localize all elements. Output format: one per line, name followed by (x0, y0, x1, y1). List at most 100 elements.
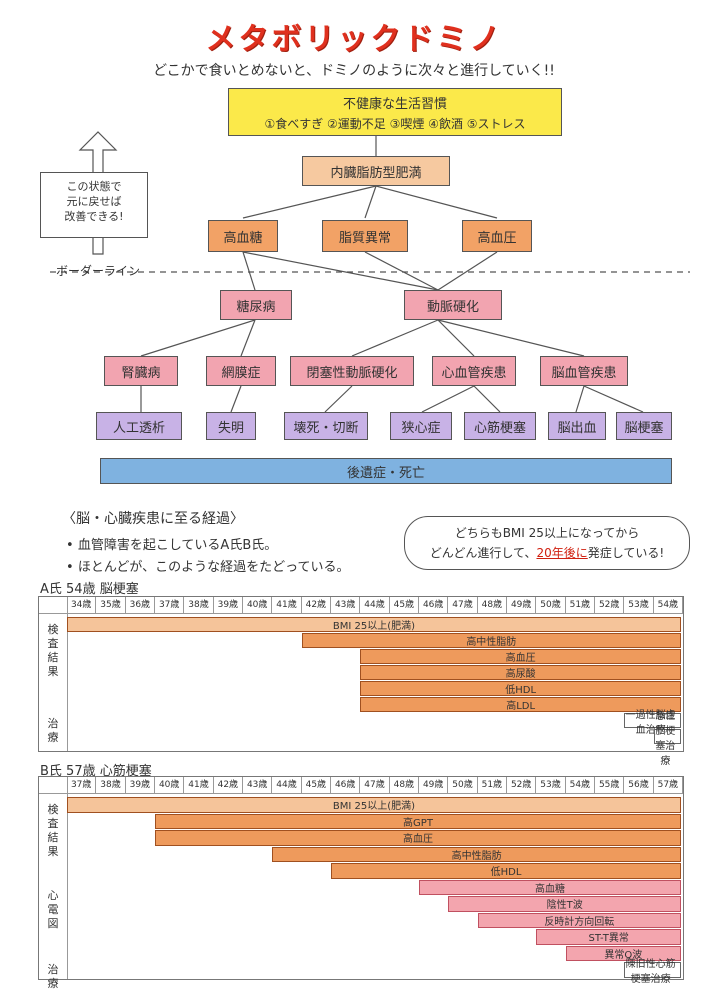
arrow-diabetes-to-retina (240, 319, 256, 357)
timeline-bar-label: 低HDL (505, 685, 537, 696)
age-tick-label: 52歳 (507, 777, 537, 793)
age-tick-label: 45歳 (390, 597, 419, 613)
age-tick-label: 35歳 (96, 597, 126, 613)
bubble-highlight: 20年後に (536, 546, 588, 560)
header-divider (39, 613, 683, 614)
timeline-bar-label: 高LDL (506, 701, 536, 712)
timeline-bar: 高LDL (360, 697, 681, 712)
age-tick-label: 48歳 (478, 597, 507, 613)
age-tick-label: 43歳 (331, 597, 361, 613)
up-arrow-stem (92, 238, 104, 255)
age-tick-label: 34歳 (67, 597, 97, 613)
timeline-bar-label: 高血圧 (403, 834, 433, 846)
arrow-visceral-to-glucose (242, 185, 377, 219)
bubble-text-a: どんどん進行して、 (429, 546, 537, 560)
arrow-diabetes-to-kidney (140, 319, 256, 357)
age-tick-label: 43歳 (243, 777, 273, 793)
timeline-bar-label: BMI 25以上(肥満) (332, 801, 416, 813)
patient-a-label: A氏 54歳 脳梗塞 (40, 582, 139, 597)
age-tick-label: 56歳 (624, 777, 654, 793)
age-tick-label: 53歳 (624, 597, 654, 613)
node-cerebrovascular: 脳血管疾患 (540, 356, 628, 386)
age-tick-label: 49歳 (507, 597, 537, 613)
timeline-bar-label: 高尿酸 (505, 669, 536, 680)
timeline-bar-label: 高GPT (403, 817, 433, 829)
timeline-bar: 一過性脳虚血治療 (624, 710, 681, 736)
node-visceral-obesity: 内臓脂肪型肥満 (302, 156, 450, 186)
timeline-bar: ST-T異常 (536, 929, 681, 945)
arrow-pad-to-amputation (324, 385, 353, 413)
age-tick-label: 41歳 (184, 777, 214, 793)
age-tick-label: 46歳 (419, 597, 449, 613)
age-tick-label: 54歳 (566, 777, 595, 793)
age-tick-label: 51歳 (478, 777, 507, 793)
bullet-2: • ほとんどが、このような経過をたどっている。 (66, 560, 350, 575)
age-tick-label: 45歳 (302, 777, 331, 793)
age-tick-label: 42歳 (302, 597, 331, 613)
age-tick-label: 57歳 (654, 777, 683, 793)
age-tick-label: 50歳 (448, 777, 478, 793)
bubble-line-1: どちらもBMI 25以上になってから (454, 526, 640, 540)
side-label-treatment: 治療 (47, 963, 59, 990)
timeline-bar: 異常Q波 (565, 945, 681, 961)
header-divider (39, 793, 683, 794)
age-tick-label: 44歳 (272, 777, 302, 793)
timeline-bar: BMI 25以上(肥満) (67, 797, 681, 813)
timeline-bar-label: 急性脳梗塞治療 (655, 710, 676, 767)
node-cardiovascular: 心血管疾患 (432, 356, 516, 386)
label-divider (67, 777, 68, 979)
timeline-bar: 高血糖 (419, 879, 681, 895)
age-tick-label: 51歳 (566, 597, 595, 613)
node-cerebral-hemorrhage: 脳出血 (548, 412, 606, 440)
node-sequela-death: 後遺症・死亡 (100, 458, 672, 484)
node-myocardial-infarction: 心筋梗塞 (464, 412, 536, 440)
timeline-bar: 高尿酸 (360, 665, 681, 680)
node-cerebral-infarction: 脳梗塞 (616, 412, 672, 440)
age-tick-label: 38歳 (184, 597, 214, 613)
age-tick-label: 47歳 (360, 777, 390, 793)
age-tick-label: 50歳 (536, 597, 566, 613)
arrow-visceral-to-bp (375, 185, 498, 219)
node-nephropathy: 腎臓病 (104, 356, 178, 386)
bullet-1: • 血管障害を起こしているA氏B氏。 (66, 538, 278, 553)
node-dyslipidemia: 脂質異常 (322, 220, 408, 252)
timeline-bar: 高血圧 (155, 830, 681, 846)
timeline-bar: 陰性T波 (448, 896, 681, 912)
timeline-bar: 低HDL (331, 863, 681, 879)
age-tick-label: 49歳 (419, 777, 449, 793)
timeline-bar-label: 一過性脳虚血治療 (625, 709, 676, 736)
timeline-bar: 陳旧性心筋梗塞治療 (624, 959, 681, 985)
arrow-athero-to-cardio (437, 319, 475, 357)
age-tick-label: 41歳 (272, 597, 302, 613)
bubble-line-2: どんどん進行して、20年後に発症している! (405, 543, 689, 563)
reversible-note: この状態で 元に戻せば 改善できる! (40, 172, 148, 238)
timeline-bar-label: 高血圧 (505, 653, 536, 664)
age-tick-label: 36歳 (126, 597, 155, 613)
note-line-2: 元に戻せば (66, 195, 122, 208)
up-arrow-icon (78, 131, 118, 172)
age-tick-label: 53歳 (536, 777, 566, 793)
node-amputation: 壊死・切断 (284, 412, 368, 440)
border-line-label: ボーダーライン (56, 264, 141, 278)
side-label-treatment: 治療 (47, 717, 59, 744)
timeline-bar: 低HDL (360, 681, 681, 696)
timeline-bar-label: 低HDL (490, 867, 522, 879)
timeline-bar-label: BMI 25以上(肥満) (332, 621, 416, 632)
age-tick-label: 55歳 (595, 777, 625, 793)
timeline-bar-label: 高中性脂肪 (466, 637, 517, 648)
arrow-cerebro-to-hemorrhage (575, 385, 585, 413)
arrow-athero-to-pad (351, 319, 439, 357)
age-tick-label: 37歳 (67, 777, 97, 793)
arrow-bp-to-athero (437, 251, 498, 291)
speech-bubble: どちらもBMI 25以上になってから どんどん進行して、20年後に発症している! (404, 516, 690, 570)
section-heading: 〈脳・心臓疾患に至る経過〉 (62, 511, 244, 527)
age-tick-label: 46歳 (331, 777, 361, 793)
timeline-bar: 反時計方向回転 (477, 912, 681, 928)
bullet-2-text: ほとんどが、このような経過をたどっている。 (77, 560, 350, 575)
age-tick-label: 39歳 (126, 777, 155, 793)
age-tick-label: 39歳 (214, 597, 243, 613)
age-tick-label: 52歳 (595, 597, 625, 613)
node-hyperglycemia: 高血糖 (208, 220, 278, 252)
